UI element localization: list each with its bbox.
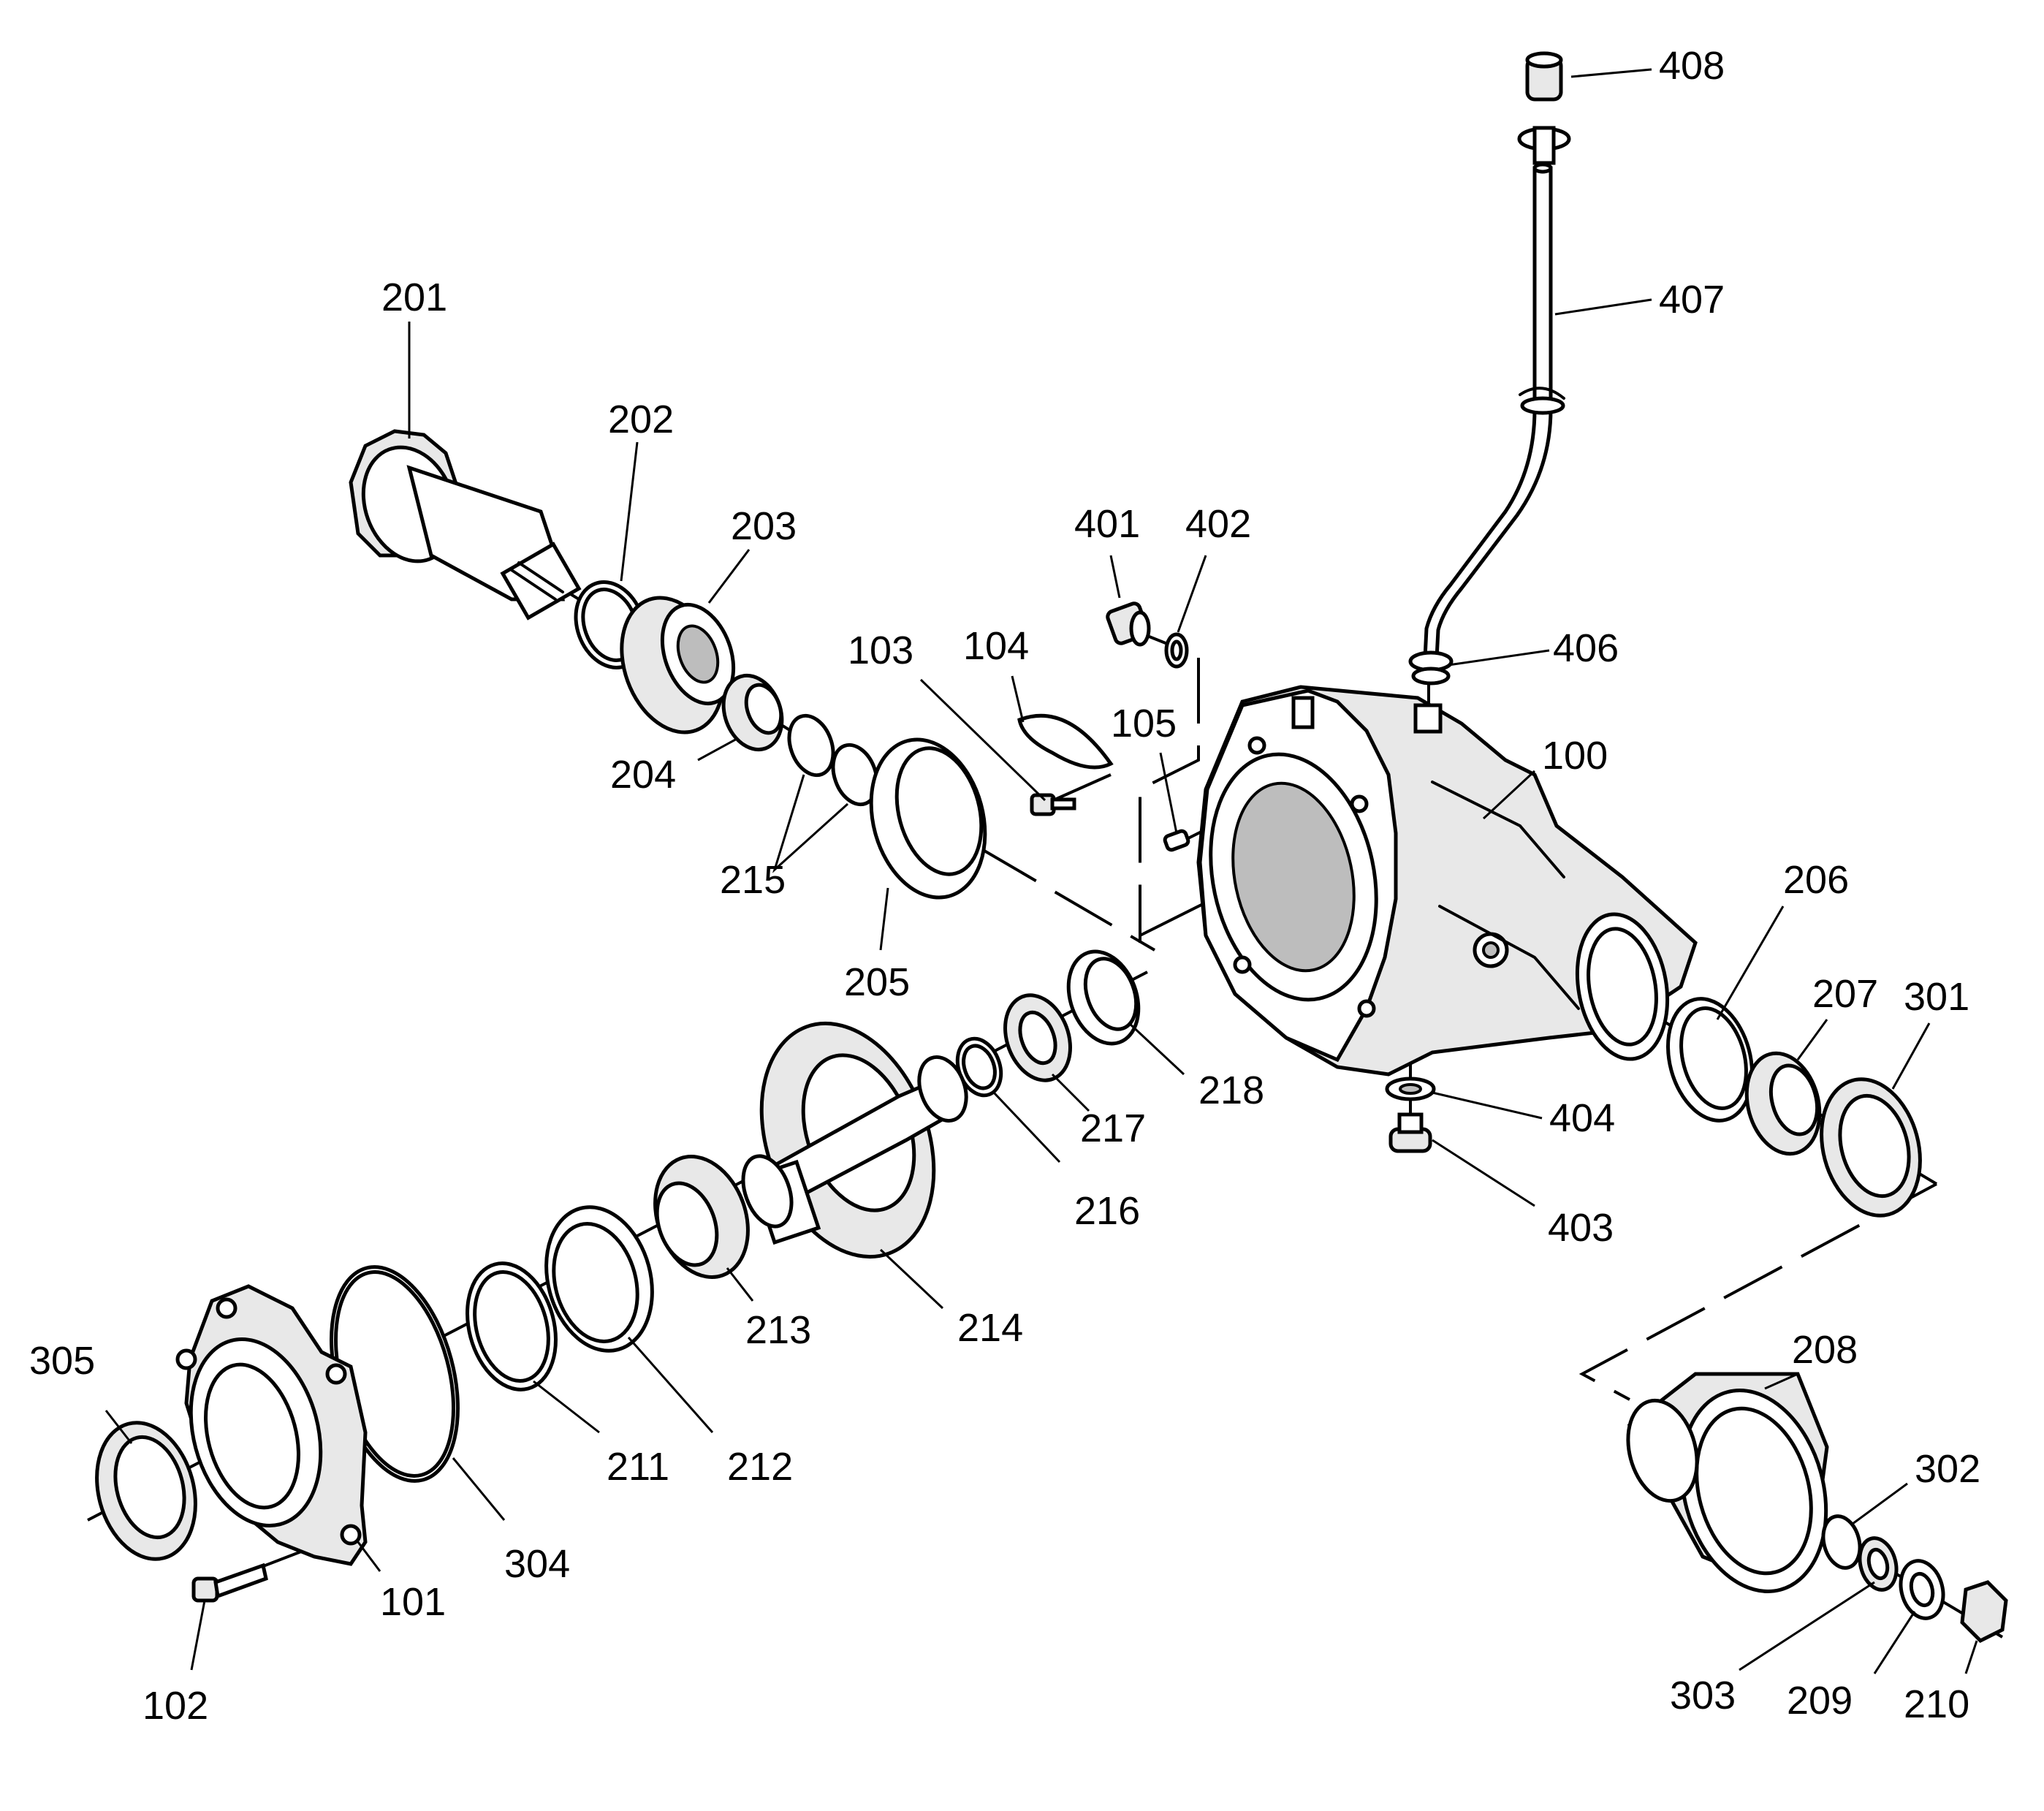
callout-218: 218 [1198,1068,1264,1112]
shim-211 [466,1261,558,1392]
bearing-cup-212 [544,1205,654,1353]
callout-216: 216 [1074,1189,1140,1233]
callout-205: 205 [844,960,910,1004]
bearing-213 [653,1155,750,1279]
dowel-pin-105 [1163,829,1190,852]
hose-clamp-406 [1408,650,1454,686]
bolt-102 [191,1563,268,1603]
callout-217: 217 [1080,1106,1146,1150]
callout-305: 305 [29,1339,95,1383]
pinion-nut-210 [1960,1580,2008,1644]
callout-214: 214 [957,1306,1023,1350]
callout-204: 204 [610,753,676,797]
callout-207: 207 [1812,972,1878,1016]
companion-flange-208 [1626,1372,1829,1593]
callout-102: 102 [143,1684,208,1728]
callout-206: 206 [1783,858,1849,902]
breather-hose-407 [1423,162,1565,660]
bearing-207 [1744,1051,1822,1156]
callout-407: 407 [1659,278,1725,322]
filler-plug-401 [1106,601,1151,647]
callout-203: 203 [731,504,797,548]
callout-215: 215 [720,858,786,902]
callout-201: 201 [381,276,447,319]
seal-301 [1820,1077,1922,1218]
washer-209 [1899,1559,1945,1620]
callout-105: 105 [1111,702,1177,745]
callout-103: 103 [848,629,913,672]
carrier-cover-101 [175,1284,368,1566]
callout-209: 209 [1787,1679,1853,1723]
callout-210: 210 [1904,1682,1969,1726]
callout-301: 301 [1904,975,1969,1019]
washer-402 [1164,632,1189,669]
callout-303: 303 [1670,1674,1736,1717]
callout-101: 101 [380,1580,446,1624]
cover-plate-104 [1017,713,1114,770]
callout-304: 304 [504,1542,570,1586]
callout-211: 211 [607,1445,669,1489]
callout-104: 104 [963,624,1029,668]
differential-housing-100 [1196,685,1698,1077]
spacer-204 [721,673,784,752]
callout-212: 212 [727,1445,793,1489]
callout-403: 403 [1548,1206,1614,1250]
callout-labels: 408 407 201 202 203 401 402 103 104 406 … [29,44,1980,1728]
callout-213: 213 [745,1308,811,1352]
callout-208: 208 [1792,1328,1858,1372]
leader-lines [105,68,1978,1674]
pinion-gear-201 [349,429,582,620]
hose-clamp-upper [1517,126,1571,165]
ring-gear-carrier-214 [741,1021,968,1259]
callout-100: 100 [1542,734,1608,778]
callout-302: 302 [1915,1447,1980,1491]
shim-216 [955,1036,1003,1098]
breather-cap-408 [1525,51,1563,102]
bearing-cup-218 [1066,949,1141,1046]
bearing-cup-206 [1665,997,1755,1123]
snap-rings-215 [787,713,879,807]
bearing-217 [1003,993,1072,1082]
washer-404 [1385,1077,1436,1101]
washer-302 [1821,1514,1862,1570]
callout-202: 202 [608,398,674,441]
callout-406: 406 [1553,626,1619,670]
seal-305 [95,1421,197,1561]
callout-404: 404 [1549,1096,1615,1140]
bearing-cup-205 [869,737,987,900]
callout-408: 408 [1659,44,1725,88]
drain-plug-403 [1388,1112,1432,1153]
callout-402: 402 [1185,502,1251,546]
callout-401: 401 [1074,502,1140,546]
bolt-103 [1030,793,1076,816]
washer-303 [1858,1536,1899,1592]
tapered-bearing-203 [620,596,736,734]
